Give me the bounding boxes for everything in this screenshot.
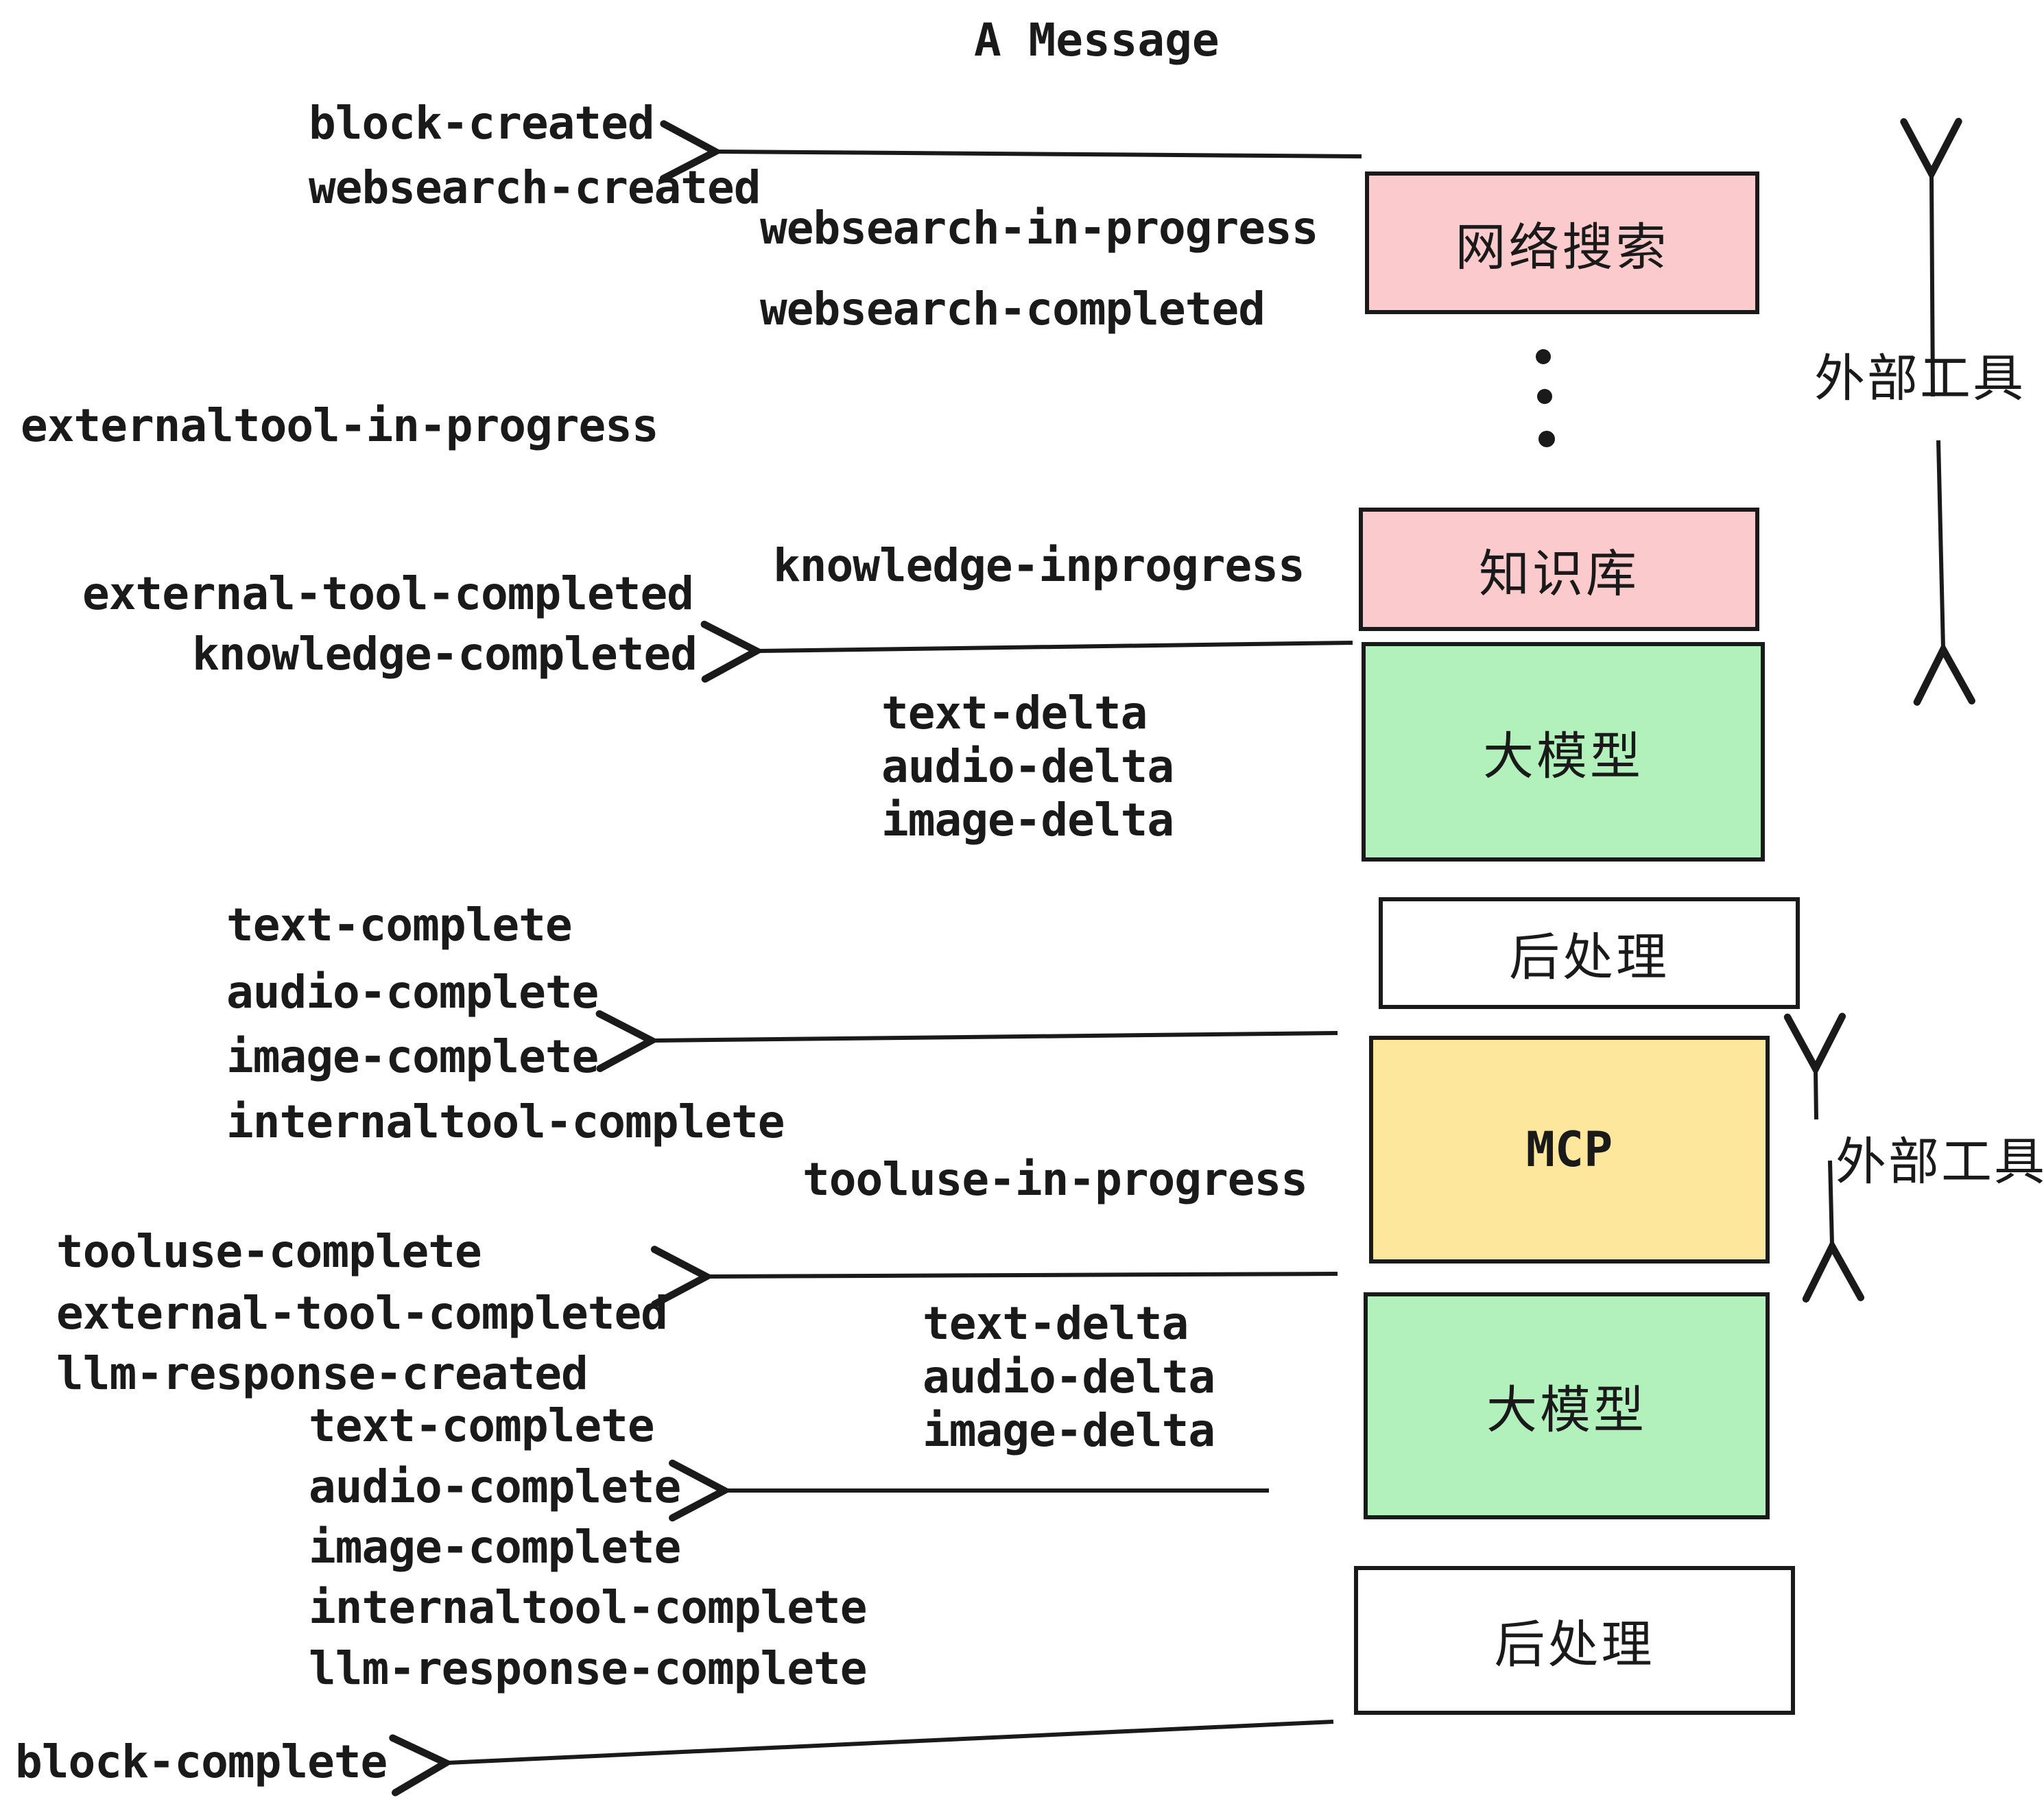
event-label-externaltool-in-progress: externaltool-in-progress <box>21 399 659 452</box>
ellipsis-dots <box>1536 349 1555 447</box>
box-mcp-label: MCP <box>1525 1121 1613 1178</box>
event-label-audio-delta-2: audio-delta <box>923 1351 1215 1403</box>
event-label-internaltool-complete-2: internaltool-complete <box>309 1581 867 1634</box>
side-label-external-tools-2: 外部工具 <box>1835 1133 2044 1190</box>
box-knowledge-label: 知识库 <box>1479 545 1639 602</box>
event-label-external-tool-completed-1: external-tool-completed <box>82 567 694 620</box>
arrow-external-tools-1-up <box>1900 117 1962 397</box>
box-post-2-label: 后处理 <box>1494 1616 1655 1673</box>
event-label-llm-response-complete: llm-response-complete <box>309 1642 867 1695</box>
arrow-knowledge-completed <box>700 620 1353 683</box>
event-label-knowledge-completed: knowledge-completed <box>192 628 698 680</box>
event-label-websearch-in-progress: websearch-in-progress <box>760 202 1318 254</box>
event-label-block-created: block-created <box>309 97 655 150</box>
event-label-audio-delta-1: audio-delta <box>881 740 1174 793</box>
side-label-external-tools-1: 外部工具 <box>1814 350 2025 407</box>
box-mcp: MCP <box>1369 1036 1770 1263</box>
box-post-2: 后处理 <box>1354 1566 1795 1715</box>
arrow-external-tools-2-down <box>1802 1160 1865 1303</box>
arrow-external-tools-1-down <box>1913 440 1975 706</box>
arrow-internal-complete-1 <box>595 1010 1338 1073</box>
box-websearch-label: 网络搜索 <box>1455 218 1669 276</box>
event-label-block-complete: block-complete <box>15 1735 388 1788</box>
event-label-image-complete-2: image-complete <box>309 1521 681 1574</box>
event-label-websearch-completed: websearch-completed <box>760 283 1265 335</box>
event-label-audio-complete-2: audio-complete <box>309 1460 681 1513</box>
event-label-external-tool-completed-2: external-tool-completed <box>56 1287 668 1340</box>
arrow-block-complete <box>389 1720 1334 1796</box>
event-label-llm-response-created: llm-response-created <box>56 1347 589 1400</box>
event-label-text-delta-2: text-delta <box>923 1297 1189 1350</box>
box-llm-2-label: 大模型 <box>1486 1381 1647 1438</box>
page-title: A Message <box>974 14 1220 67</box>
event-label-image-delta-2: image-delta <box>923 1404 1215 1457</box>
event-label-tooluse-complete: tooluse-complete <box>56 1225 482 1278</box>
box-llm-2: 大模型 <box>1364 1292 1770 1519</box>
box-post-1-label: 后处理 <box>1509 929 1669 986</box>
event-label-audio-complete-1: audio-complete <box>226 966 599 1019</box>
box-llm-1-label: 大模型 <box>1483 727 1643 785</box>
event-label-text-complete-1: text-complete <box>226 899 573 951</box>
box-websearch: 网络搜索 <box>1365 171 1759 314</box>
event-label-internaltool-complete-1: internaltool-complete <box>226 1095 785 1148</box>
event-label-tooluse-in-progress: tooluse-in-progress <box>803 1153 1308 1206</box>
event-label-text-delta-1: text-delta <box>881 687 1148 739</box>
box-post-1: 后处理 <box>1379 897 1800 1009</box>
event-label-text-complete-2: text-complete <box>309 1399 655 1452</box>
arrow-tooluse-complete <box>650 1246 1338 1308</box>
event-label-image-delta-1: image-delta <box>881 794 1174 846</box>
arrow-websearch-created <box>659 120 1362 182</box>
box-knowledge: 知识库 <box>1359 508 1759 631</box>
box-llm-1: 大模型 <box>1362 642 1765 862</box>
event-label-image-complete-1: image-complete <box>226 1030 599 1083</box>
event-label-knowledge-inprogress: knowledge-inprogress <box>773 539 1305 592</box>
